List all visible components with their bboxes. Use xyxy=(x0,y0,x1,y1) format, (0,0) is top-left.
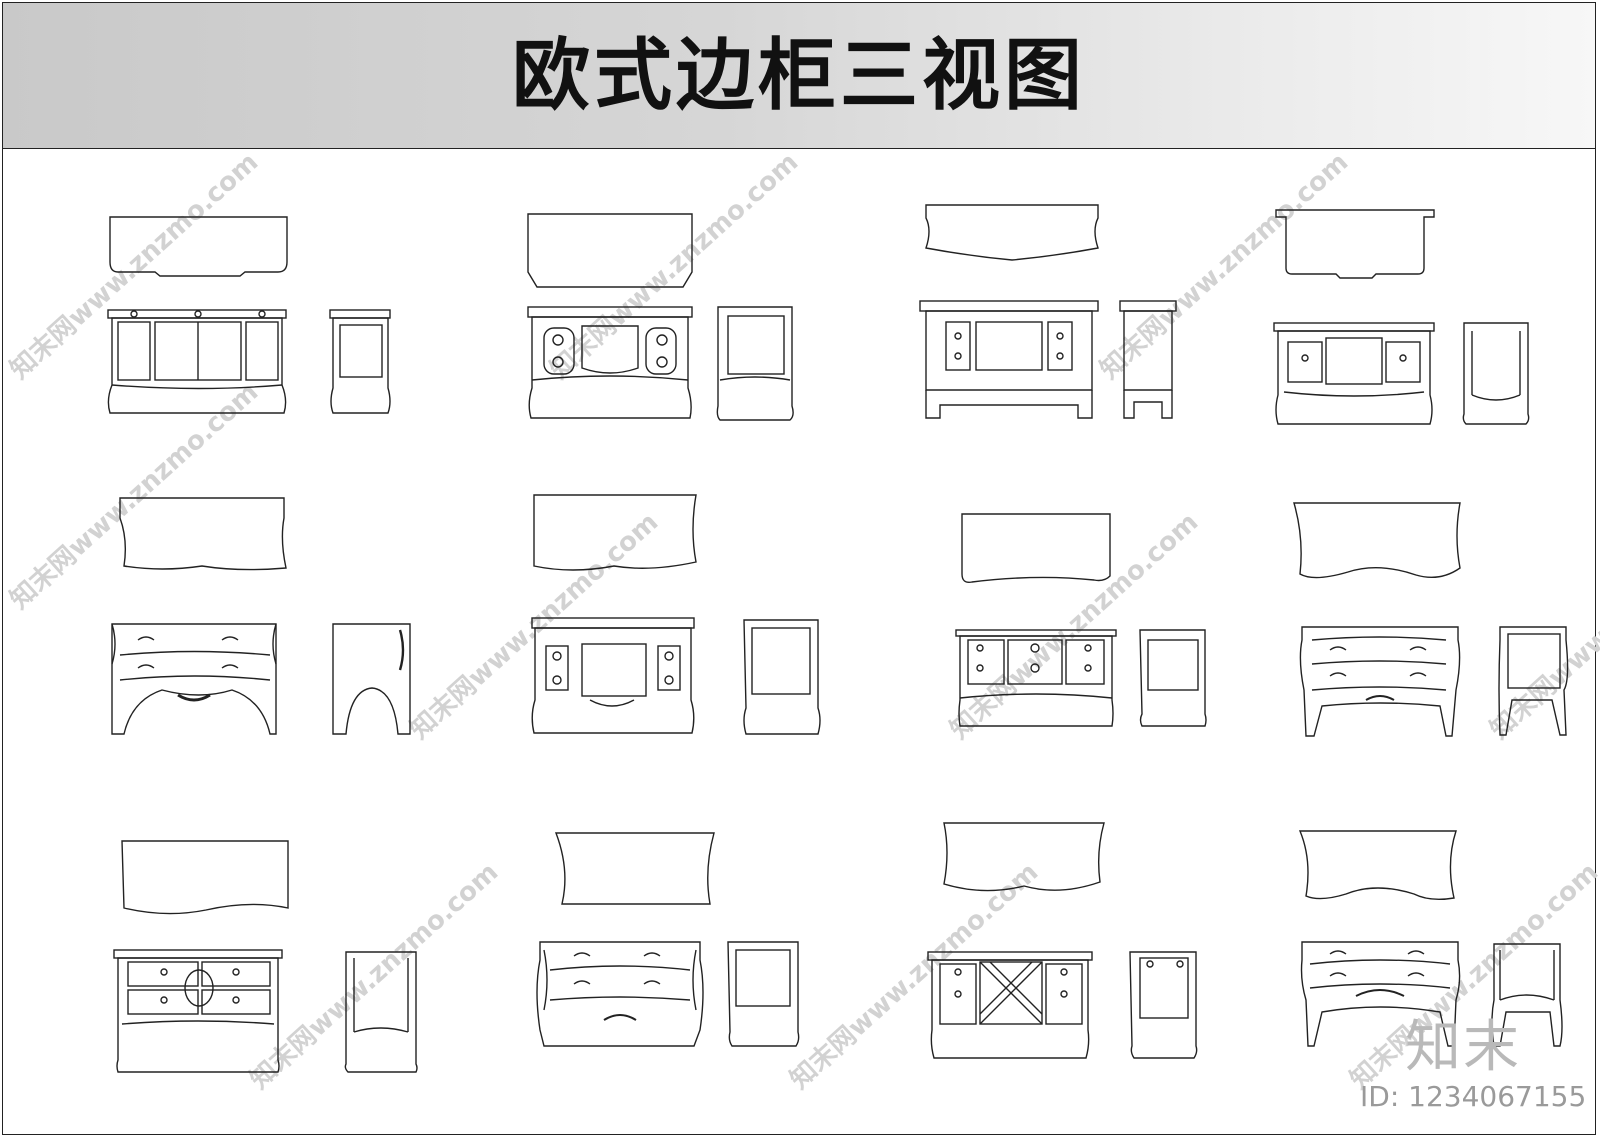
cabinet-8 xyxy=(1293,502,1569,737)
page-title: 欧式边柜三视图 xyxy=(511,31,1086,121)
side-view xyxy=(1498,626,1569,736)
cabinet-11 xyxy=(927,822,1198,1059)
side-view xyxy=(344,951,418,1073)
front-view xyxy=(1273,322,1435,425)
top-view xyxy=(961,513,1111,584)
cabinet-2 xyxy=(527,213,794,421)
watermark: 知末网www.znzmo.com xyxy=(1095,147,1355,385)
side-view xyxy=(1129,951,1198,1059)
image-id: ID: 1234067155 xyxy=(1360,1080,1587,1113)
watermark: 知末网www.znzmo.com xyxy=(245,857,505,1095)
top-view xyxy=(109,216,288,277)
watermark: 知末网www.znzmo.com xyxy=(5,147,265,385)
front-view xyxy=(536,941,704,1047)
side-view xyxy=(743,619,821,735)
cabinet-6 xyxy=(531,494,821,735)
side-view xyxy=(1139,629,1207,727)
watermark: 知末网www.znzmo.com xyxy=(945,507,1205,745)
front-view xyxy=(107,309,287,414)
cabinet-1 xyxy=(107,216,391,414)
top-view xyxy=(925,204,1099,261)
front-view xyxy=(113,949,283,1073)
front-view xyxy=(531,617,695,734)
cabinet-9 xyxy=(113,840,418,1073)
watermark: 知末网www.znzmo.com xyxy=(1485,507,1600,745)
cabinet-10 xyxy=(536,832,800,1047)
side-view xyxy=(727,941,800,1047)
watermarks: 知末网www.znzmo.com 知末网www.znzmo.com 知末网www… xyxy=(5,147,1600,1095)
top-view xyxy=(554,832,715,905)
cabinet-5 xyxy=(111,497,411,735)
cabinet-7 xyxy=(955,513,1207,727)
front-view xyxy=(919,300,1099,419)
watermark: 知末网www.znzmo.com xyxy=(545,147,805,385)
side-view xyxy=(1462,322,1530,425)
top-view xyxy=(943,822,1105,892)
top-view xyxy=(121,840,289,915)
front-view xyxy=(927,951,1093,1059)
side-view xyxy=(716,306,794,421)
front-view xyxy=(1300,941,1461,1047)
top-view xyxy=(533,494,697,571)
title-bar: 欧式边柜三视图 xyxy=(3,3,1595,149)
side-view xyxy=(332,623,411,735)
side-view xyxy=(1119,300,1177,419)
top-view xyxy=(1275,209,1435,279)
top-view xyxy=(527,213,693,288)
brand-logo: 知末 xyxy=(1405,1015,1521,1080)
cabinet-3 xyxy=(919,204,1177,419)
front-view xyxy=(955,629,1117,727)
front-view xyxy=(1299,626,1461,737)
front-view xyxy=(527,306,693,419)
cabinet-4 xyxy=(1273,209,1530,425)
side-view xyxy=(329,309,391,414)
front-view xyxy=(111,623,277,735)
top-view xyxy=(1293,502,1461,579)
top-view xyxy=(119,497,287,571)
top-view xyxy=(1298,830,1457,901)
cabinet-12 xyxy=(1298,830,1563,1047)
side-view xyxy=(1491,943,1563,1047)
